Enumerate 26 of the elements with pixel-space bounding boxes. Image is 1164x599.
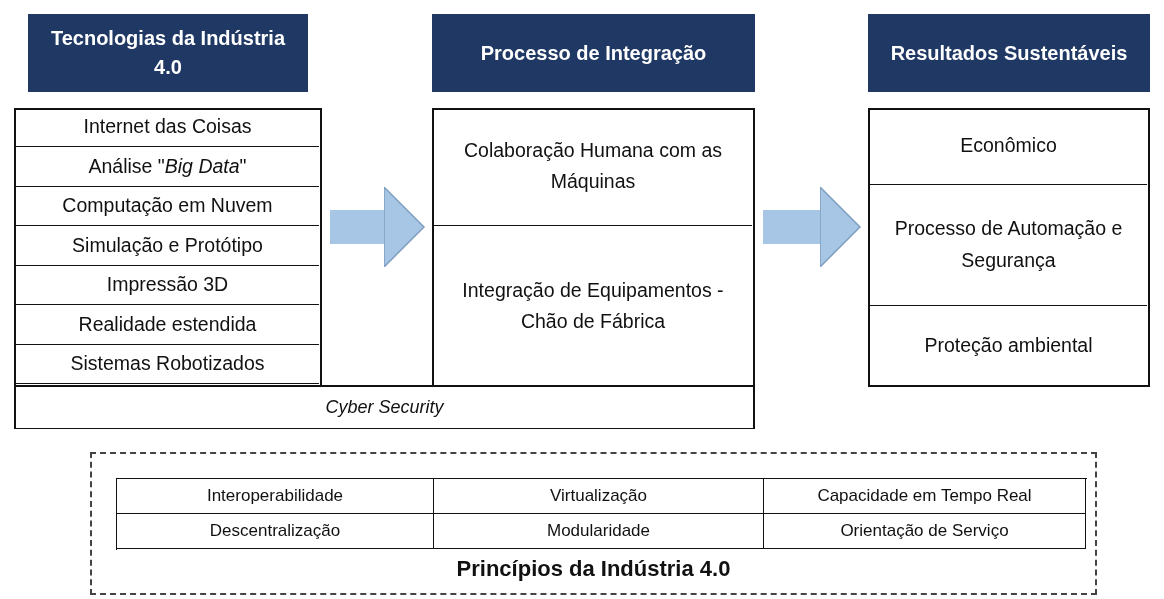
table-cell: Orientação de Serviço [764, 514, 1086, 549]
list-item: Sistemas Robotizados [16, 344, 319, 384]
dashed-frame [90, 452, 1097, 595]
list-item: Integração de Equipamentos - Chão de Fábrica [434, 225, 752, 387]
table-cell: Modularidade [434, 514, 764, 549]
block-arrow [763, 186, 861, 268]
caption-text: Princípios da Indústria 4.0 [455, 556, 732, 582]
table-cell: Interoperabilidade [117, 479, 434, 514]
list-item: Impressão 3D [16, 265, 319, 305]
list-item: Simulação e Protótipo [16, 226, 319, 266]
block-arrow [330, 186, 425, 268]
list-item: Processo de Automação e Segurança [870, 184, 1147, 306]
list-item: Computação em Nuvem [16, 186, 319, 226]
header-banner: Processo de Integração [432, 14, 755, 92]
list-item: Econômico [870, 107, 1147, 185]
header-banner: Resultados Sustentáveis [868, 14, 1150, 92]
list-item: Cyber Security [14, 385, 755, 429]
list-item: Análise "Big Data" [16, 147, 319, 187]
list-item: Realidade estendida [16, 305, 319, 345]
table-cell: Descentralização [117, 514, 434, 549]
list-item: Colaboração Humana com as Máquinas [434, 107, 752, 226]
table-cell: Capacidade em Tempo Real [764, 479, 1086, 514]
list-item: Internet das Coisas [16, 107, 319, 147]
list-item: Proteção ambiental [870, 305, 1147, 387]
header-banner: Tecnologias da Indústria 4.0 [28, 14, 308, 92]
table-cell: Virtualização [434, 479, 764, 514]
